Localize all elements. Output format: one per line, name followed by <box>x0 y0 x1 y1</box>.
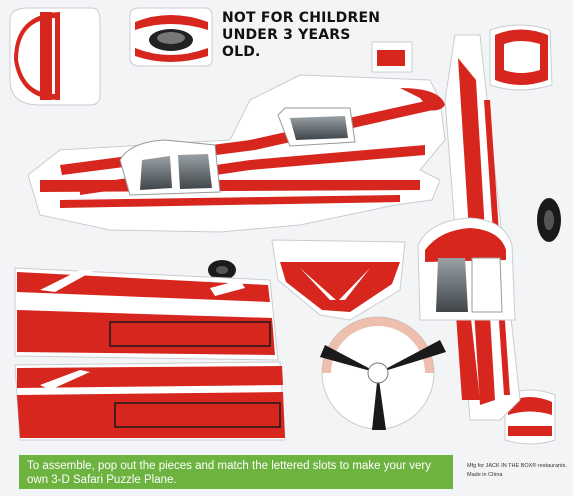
wheel-piece-top[interactable] <box>129 7 213 67</box>
manufacturer-note: Mfg for JACK IN THE BOX® restaurants. Ma… <box>467 462 571 480</box>
age-warning-line-2: UNDER 3 YEARS OLD. <box>222 27 351 60</box>
instructions-banner: To assemble, pop out the pieces and matc… <box>19 455 453 489</box>
fuselage-piece[interactable] <box>27 74 446 233</box>
tail-cap-piece[interactable] <box>371 41 413 73</box>
instructions-line-2: own 3-D Safari Puzzle Plane. <box>27 474 177 486</box>
manufacturer-line-1: Mfg for JACK IN THE BOX® restaurants. <box>467 463 567 469</box>
cockpit-piece-right[interactable] <box>417 217 516 321</box>
age-warning: NOT FOR CHILDREN UNDER 3 YEARS OLD. <box>222 10 382 61</box>
lower-wing-piece-top[interactable] <box>14 267 279 361</box>
lower-wing-piece-bottom[interactable] <box>14 361 286 441</box>
wheel-piece-top-right[interactable] <box>489 24 553 91</box>
wheel-fairing-piece-top-left[interactable] <box>9 7 101 106</box>
age-warning-line-1: NOT FOR CHILDREN <box>222 10 381 26</box>
instructions-line-1: To assemble, pop out the pieces and matc… <box>27 460 431 472</box>
wheel-icon <box>208 260 236 280</box>
propeller-piece[interactable] <box>320 316 446 430</box>
tail-stabilizer-piece[interactable] <box>271 239 406 321</box>
manufacturer-line-2: Made in China <box>467 472 503 478</box>
wheel-icon <box>537 198 561 242</box>
